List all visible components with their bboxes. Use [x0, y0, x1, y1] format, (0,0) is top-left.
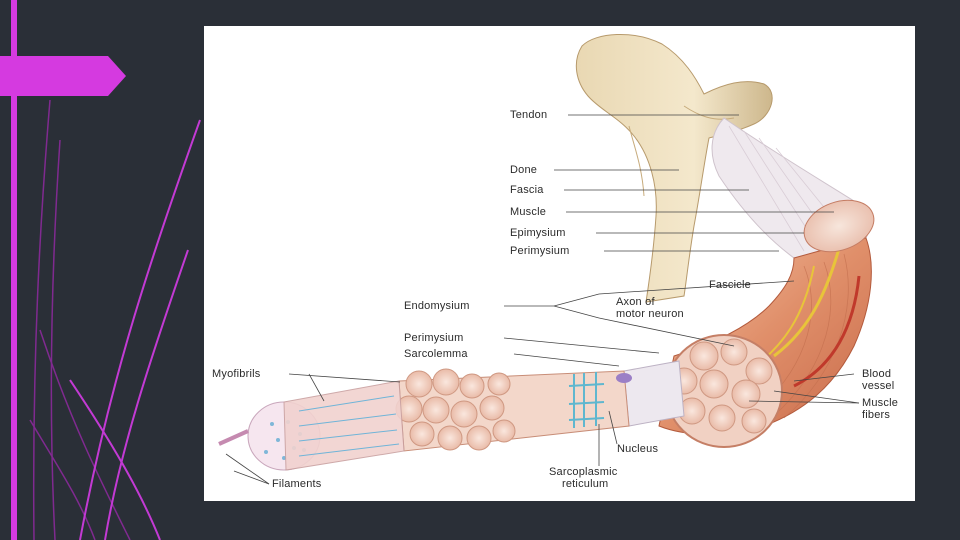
label-tendon: Tendon	[510, 109, 548, 121]
label-sarcolemma: Sarcolemma	[404, 348, 468, 360]
label-fibers-line2: fibers	[862, 409, 891, 421]
label-axon-line1: Axon of	[616, 296, 655, 308]
label-fibers-line1: Muscle	[862, 397, 899, 409]
muscle-illustration	[218, 34, 875, 485]
accent-arrow-tab	[0, 56, 126, 96]
label-myofibrils: Myofibrils	[212, 368, 261, 380]
label-blood-line2: vessel	[862, 380, 895, 392]
label-perimysium-top: Perimysium	[510, 245, 570, 257]
label-endomysium: Endomysium	[404, 300, 470, 312]
label-axon-line2: motor neuron	[616, 308, 684, 320]
label-bone: Done	[510, 164, 538, 176]
bone-shape	[575, 34, 773, 303]
label-fascia: Fascia	[510, 184, 544, 196]
label-muscle: Muscle	[510, 206, 547, 218]
label-epimysium: Epimysium	[510, 227, 566, 239]
label-blood-line1: Blood	[862, 368, 892, 380]
label-perimysium-mid: Perimysium	[404, 332, 464, 344]
muscle-anatomy-figure: Tendon Done Fascia Muscle Epimysium Peri…	[204, 26, 915, 501]
label-nucleus: Nucleus	[617, 443, 659, 455]
accent-bar	[11, 0, 17, 540]
label-filaments: Filaments	[272, 478, 322, 490]
label-sr-line2: reticulum	[562, 478, 609, 490]
epimysium-section	[803, 199, 875, 253]
label-fascicle: Fascicle	[709, 279, 751, 291]
label-sr-line1: Sarcoplasmic	[549, 466, 618, 478]
perimysium-sheath	[623, 360, 685, 427]
